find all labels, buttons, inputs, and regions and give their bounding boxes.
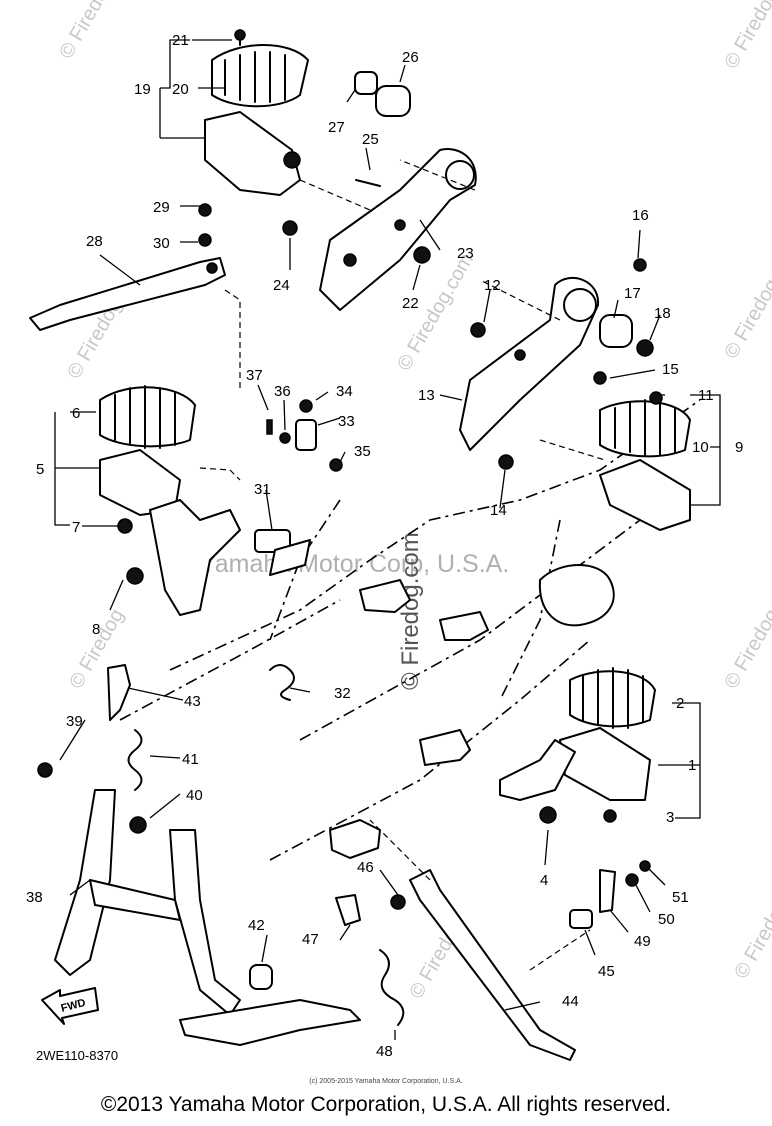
part-label-4: 4: [540, 872, 548, 889]
part-label-7: 7: [72, 519, 80, 536]
part-label-29: 29: [153, 199, 170, 216]
part-label-49: 49: [634, 933, 651, 950]
part-label-22: 22: [402, 295, 419, 312]
watermark-firedog-vertical: © Firedog.com: [397, 532, 424, 690]
part-label-17: 17: [624, 285, 641, 302]
frame-outline: [119, 399, 701, 861]
part-label-24: 24: [273, 277, 290, 294]
fwd-arrow: FWD: [41, 987, 99, 1025]
rear-bracket-left: [282, 71, 477, 311]
part-label-5: 5: [36, 461, 44, 478]
part-label-2: 2: [676, 695, 684, 712]
watermark-firedog: © Firedog.com: [393, 250, 478, 375]
part-label-31: 31: [254, 481, 271, 498]
watermark-yamaha: © Yamaha Motor Corp, U.S.A.: [175, 550, 509, 578]
part-label-11: 11: [698, 387, 714, 404]
part-label-12: 12: [484, 277, 501, 294]
part-label-28: 28: [86, 233, 103, 250]
shift-pedal: [29, 203, 226, 331]
front-footrest-right-assembly: [499, 667, 656, 824]
part-labels: 1 2 3 4 5 6 7 8 9 10 11 12 13 14 15 16 1…: [26, 32, 743, 1060]
part-label-43: 43: [184, 693, 201, 710]
part-label-44: 44: [562, 993, 579, 1010]
watermark-firedog: © Firedog: [720, 0, 772, 72]
rear-footrest-left-assembly: [204, 29, 309, 196]
diagram-code: 2WE110-8370: [36, 1048, 118, 1063]
part-label-18: 18: [654, 305, 671, 322]
watermark-firedog: © Firedog: [730, 895, 772, 982]
part-label-35: 35: [354, 443, 371, 460]
part-label-25: 25: [362, 131, 379, 148]
shift-linkage: [254, 399, 343, 701]
part-label-13: 13: [418, 387, 435, 404]
part-label-8: 8: [92, 621, 100, 638]
small-copyright: (c) 2005-2015 Yamaha Motor Corporation, …: [309, 1078, 462, 1085]
part-label-48: 48: [376, 1043, 393, 1060]
part-label-14: 14: [490, 502, 507, 519]
part-label-15: 15: [662, 361, 679, 378]
part-label-36: 36: [274, 383, 291, 400]
footer-copyright: ©2013 Yamaha Motor Corporation, U.S.A. A…: [100, 1093, 672, 1116]
part-label-38: 38: [26, 889, 43, 906]
part-label-27: 27: [328, 119, 345, 136]
part-label-10: 10: [692, 439, 709, 456]
part-label-51: 51: [672, 889, 689, 906]
leader-lines: [54, 39, 721, 1040]
part-label-42: 42: [248, 917, 265, 934]
part-label-39: 39: [66, 713, 83, 730]
watermark-firedog: © Firedog: [720, 605, 772, 692]
part-label-9: 9: [735, 439, 743, 456]
part-label-40: 40: [186, 787, 203, 804]
main-stand: [37, 664, 361, 1046]
part-label-6: 6: [72, 405, 80, 422]
part-label-37: 37: [246, 367, 263, 384]
side-stand: [335, 860, 651, 1061]
part-label-21: 21: [172, 32, 189, 49]
part-label-47: 47: [302, 931, 319, 948]
part-label-26: 26: [402, 49, 419, 66]
rear-bracket-right: [459, 258, 654, 470]
part-label-30: 30: [153, 235, 170, 252]
part-label-3: 3: [666, 809, 674, 826]
part-label-23: 23: [457, 245, 474, 262]
part-label-41: 41: [182, 751, 199, 768]
part-label-19: 19: [134, 81, 151, 98]
part-label-45: 45: [598, 963, 615, 980]
part-label-50: 50: [658, 911, 675, 928]
part-label-33: 33: [338, 413, 355, 430]
part-label-1: 1: [688, 757, 696, 774]
rear-footrest-right-assembly: [599, 391, 691, 531]
part-label-16: 16: [632, 207, 649, 224]
watermark-firedog: © Firedog: [55, 0, 118, 62]
part-label-32: 32: [334, 685, 351, 702]
part-label-20: 20: [172, 81, 189, 98]
part-label-46: 46: [357, 859, 374, 876]
watermark-firedog: © Firedog: [720, 275, 772, 362]
front-footrest-left-assembly: [99, 385, 241, 616]
part-label-34: 34: [336, 383, 353, 400]
